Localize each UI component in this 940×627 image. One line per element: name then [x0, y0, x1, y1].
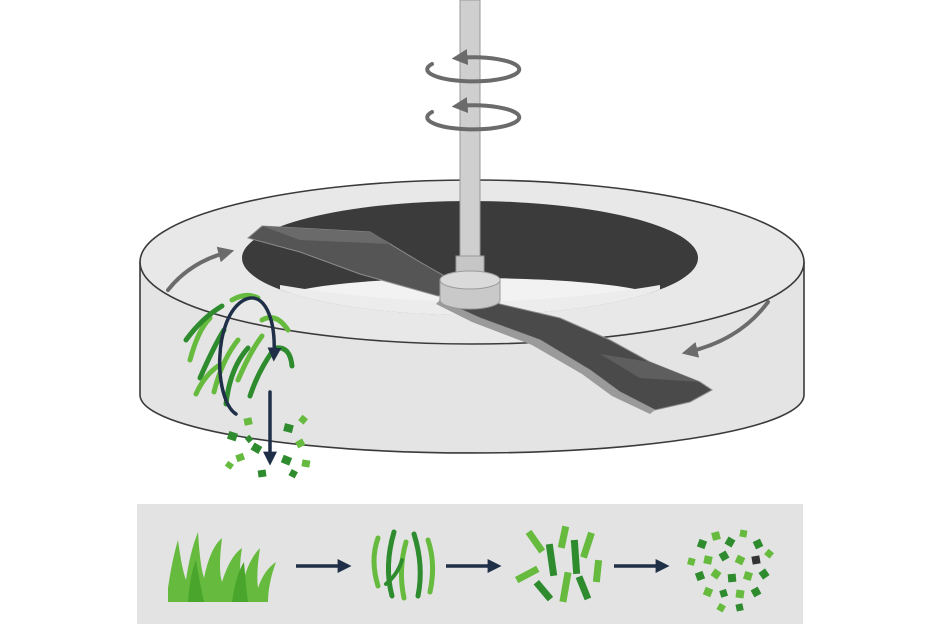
step-fine-clippings-icon — [687, 529, 774, 613]
step-cut-blades-icon — [371, 529, 436, 601]
grass-in-airflow — [183, 292, 311, 479]
airflow-loop-arrow-icon — [217, 296, 282, 416]
spindle-rotation-arrows — [425, 49, 522, 132]
rotation-arrow-upper-icon — [425, 49, 522, 84]
rotation-arrow-lower-icon — [425, 97, 522, 132]
blade-edge-highlight — [436, 300, 655, 414]
deck-rotation-arrow-right-icon — [681, 300, 770, 358]
step-chopped-pieces-icon — [514, 525, 603, 603]
falling-clippings — [224, 414, 311, 479]
step-whole-grass-icon — [168, 532, 276, 602]
mower-blade — [246, 225, 713, 414]
process-panel — [137, 504, 803, 624]
deck-rotation-arrow-left-icon — [166, 246, 235, 292]
